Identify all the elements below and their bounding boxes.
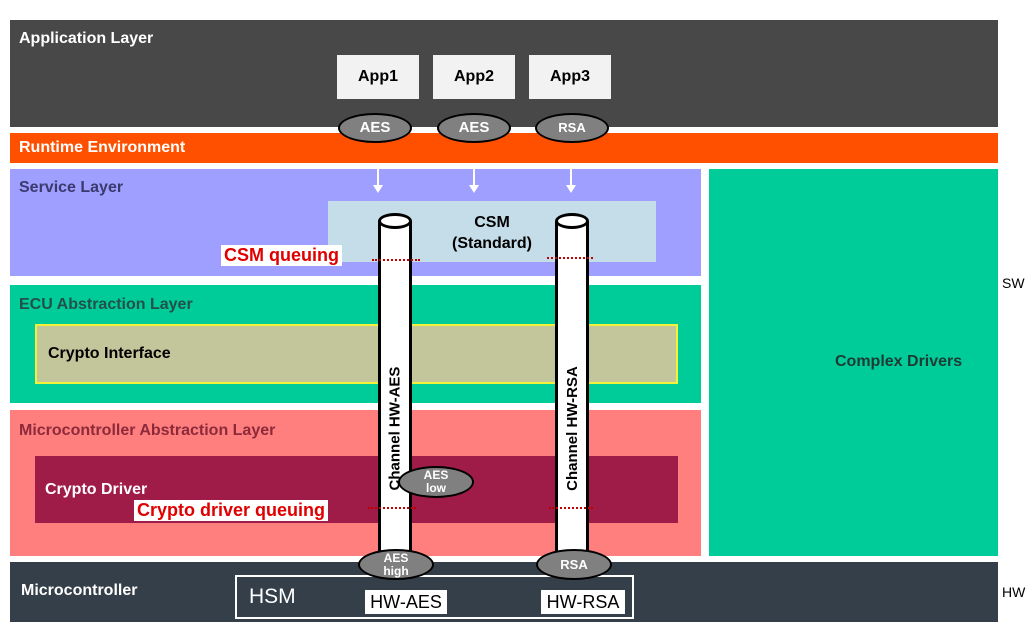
channel-hw-rsa-label-wrap: Channel HW-RSA [482,366,662,491]
csm-queuing-label: CSM queuing [221,245,342,266]
hsm-label: HSM [249,585,296,608]
app3-box: App3 [529,55,611,99]
microcontroller-layer: Microcontroller [10,562,998,622]
microcontroller-title: Microcontroller [21,582,138,599]
crypto-interface-label: Crypto Interface [48,345,171,362]
crypto-driver-queuing-label: Crypto driver queuing [134,500,329,521]
aes-high-line2: high [383,563,409,578]
csm-title: CSM [474,214,510,231]
arrow-head-app2 [469,185,479,193]
crypto-driver-label: Crypto Driver [45,481,148,498]
app2-box: App2 [433,55,515,99]
hsm-box: HSM [235,575,634,619]
arrow-app3-to-csm [570,163,572,185]
arrow-app1-to-csm [377,163,379,185]
rte-port-aes-1: AES [338,113,412,143]
channel-hw-aes-top [378,213,412,229]
channel-hw-rsa-label: Channel HW-RSA [563,365,581,491]
app1-box: App1 [337,55,419,99]
complex-drivers-label: Complex Drivers [835,353,963,370]
arrow-head-app3 [566,185,576,193]
aes-low-line2: low [426,481,446,495]
arrow-app2-to-csm [473,163,475,185]
arrow-head-app1 [373,185,383,193]
channel-hw-aes-label-wrap: Channel HW-AES [305,366,485,490]
driver-queuing-line-aes [368,507,416,509]
hw-side-label: HW [1002,584,1026,600]
rte-port-rsa: RSA [535,113,609,143]
channel-hw-rsa-tube [555,221,589,562]
ecu-abstraction-title: ECU Abstraction Layer [19,296,193,313]
aes-low-oval: AES low [398,466,474,498]
hw-aes-label: HW-AES [365,590,447,614]
runtime-environment-layer: Runtime Environment [10,133,998,163]
mcal-title: Microcontroller Abstraction Layer [19,422,276,439]
channel-hw-aes-tube [378,221,412,562]
runtime-environment-title: Runtime Environment [19,139,186,156]
channel-hw-aes-label: Channel HW-AES [386,366,404,490]
service-layer-title: Service Layer [19,179,124,196]
sw-side-label: SW [1002,275,1025,291]
csm-queuing-line-rsa [547,257,593,259]
rsa-oval: RSA [536,549,612,580]
csm-queuing-line-aes [372,259,420,261]
channel-hw-rsa-top [555,213,589,229]
driver-queuing-line-rsa [549,507,593,509]
rte-port-aes-2: AES [437,113,511,143]
hw-rsa-label: HW-RSA [541,590,625,614]
aes-low-line1: AES [423,468,449,483]
complex-drivers-block: Complex Drivers [709,169,998,556]
csm-subtitle: (Standard) [452,235,532,252]
aes-high-oval: AES high [358,549,434,580]
aes-high-line1: AES [383,550,409,565]
application-layer-title: Application Layer [19,30,154,47]
